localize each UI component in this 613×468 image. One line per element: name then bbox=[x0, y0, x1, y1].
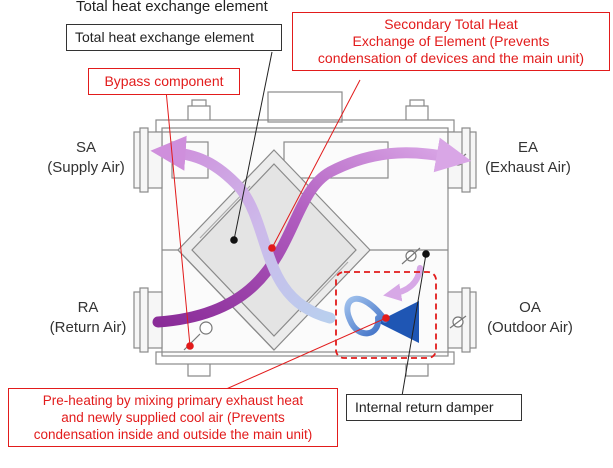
sa-code: SA bbox=[75, 139, 96, 156]
supply-flow-arrow bbox=[150, 135, 336, 324]
preheating-line-2: and newly supplied cool air (Prevents bbox=[61, 410, 285, 425]
ra-label: RA (Return Air) bbox=[40, 298, 136, 338]
ea-name: (Exhaust Air) bbox=[485, 159, 571, 176]
internal-return-damper-callout: Internal return damper bbox=[346, 394, 522, 421]
oa-code: OA bbox=[519, 299, 541, 316]
airflow-arrows bbox=[150, 135, 472, 343]
ea-code: EA bbox=[517, 139, 538, 156]
preheating-callout: Pre-heating by mixing primary exhaust he… bbox=[8, 388, 338, 447]
sa-name: (Supply Air) bbox=[47, 159, 125, 176]
sa-label: SA (Supply Air) bbox=[38, 138, 134, 178]
top-caption: Total heat exchange element bbox=[76, 0, 268, 15]
preheating-line-3: condensation inside and outside the main… bbox=[33, 427, 313, 442]
secondary-heat-line-1: Secondary Total Heat bbox=[384, 16, 518, 32]
bypass-component-callout: Bypass component bbox=[88, 68, 240, 95]
preheating-line-1: Pre-heating by mixing primary exhaust he… bbox=[42, 393, 304, 408]
secondary-heat-line-2: Exchange of Element (Prevents bbox=[352, 33, 550, 49]
exhaust-flow-arrow bbox=[152, 137, 472, 328]
ra-name: (Return Air) bbox=[49, 319, 127, 336]
total-heat-element-callout: Total heat exchange element bbox=[66, 24, 282, 51]
preheating-region bbox=[335, 271, 437, 359]
secondary-heat-line-3: condensation of devices and the main uni… bbox=[317, 50, 585, 66]
marker-dots bbox=[186, 236, 430, 350]
ra-code: RA bbox=[77, 299, 99, 316]
secondary-heat-exchange-callout: Secondary Total Heat Exchange of Element… bbox=[292, 12, 610, 71]
leader-lines bbox=[165, 51, 427, 399]
internal-return-loop bbox=[344, 295, 388, 337]
oa-name: (Outdoor Air) bbox=[487, 319, 573, 336]
ea-label: EA (Exhaust Air) bbox=[474, 138, 582, 178]
oa-label: OA (Outdoor Air) bbox=[474, 298, 586, 338]
